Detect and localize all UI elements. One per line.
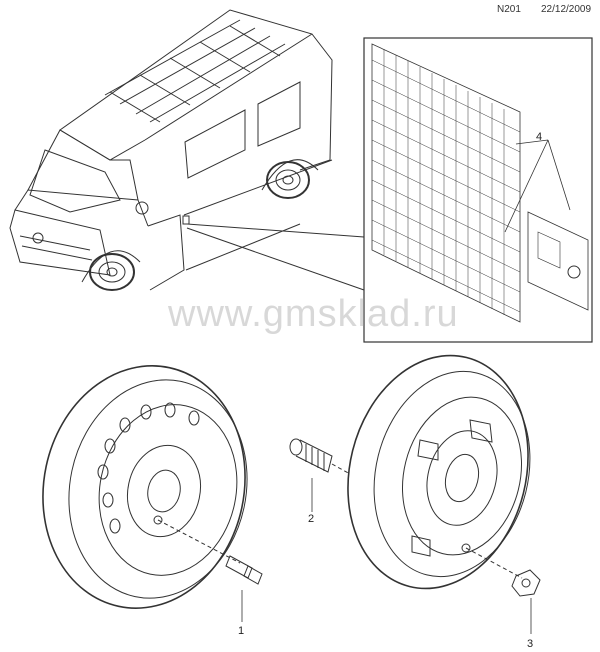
van-illustration <box>9 9 365 291</box>
wheel-nut <box>511 569 541 634</box>
wheel-bolt <box>225 555 263 622</box>
wheel-stud <box>289 438 351 512</box>
watermark: www.gmsklad.ru <box>168 293 459 335</box>
callout-2: 2 <box>308 513 314 525</box>
callout-1: 1 <box>238 625 244 637</box>
tyre-label-detail <box>363 37 593 343</box>
callout-3: 3 <box>527 638 533 650</box>
steel-wheel-right <box>347 354 531 590</box>
callout-4: 4 <box>536 131 542 143</box>
steel-wheel-left <box>42 365 248 609</box>
diagram-date: 22/12/2009 <box>541 4 592 15</box>
diagram-code: N201 <box>497 4 521 15</box>
